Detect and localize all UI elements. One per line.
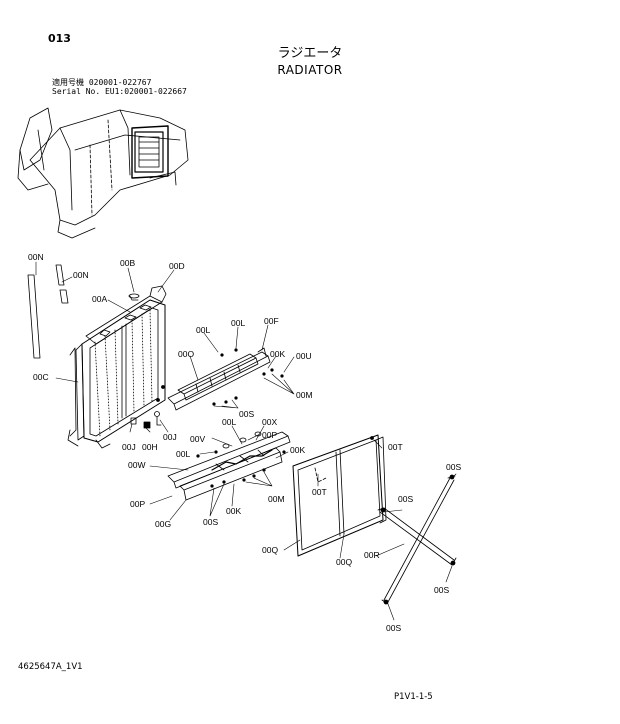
label-00S-6: 00S — [386, 623, 402, 633]
page-number: 013 — [48, 32, 71, 45]
label-00L-top: 00L — [231, 318, 246, 328]
label-00M-1: 00M — [296, 390, 313, 400]
label-00J-a: 00J — [122, 442, 136, 452]
serial-number-range: Serial No. EU1:020001-022667 — [52, 87, 187, 96]
label-00K-1: 00K — [270, 349, 286, 359]
label-00X: 00X — [262, 417, 278, 427]
label-00U: 00U — [296, 351, 312, 361]
label-00S-5: 00S — [434, 585, 450, 595]
label-00S-2: 00S — [446, 462, 462, 472]
footer-page-reference: P1V1-1-5 — [394, 692, 433, 702]
label-00N-b: 00N — [73, 270, 89, 280]
label-00H: 00H — [142, 442, 158, 452]
label-00L-2: 00L — [222, 417, 237, 427]
label-00B: 00B — [120, 258, 136, 268]
label-00R: 00R — [364, 550, 380, 560]
label-00D: 00D — [169, 261, 185, 271]
label-00G: 00G — [155, 519, 172, 529]
part-00W-lower-bracket — [167, 431, 291, 501]
leader-lines — [35, 261, 457, 621]
part-00Q-screen-panel — [292, 434, 387, 557]
label-00S-3: 00S — [203, 517, 219, 527]
serial-applicable-range: 適用号機 020001-022767 — [52, 78, 152, 87]
part-00J-00H-hardware — [130, 385, 165, 429]
label-00Q-1: 00Q — [262, 545, 279, 555]
title-japanese: ラジエータ — [277, 46, 343, 61]
label-00J-b: 00J — [163, 432, 177, 442]
label-00L-3: 00L — [176, 449, 191, 459]
label-00T-2: 00T — [312, 487, 327, 497]
label-00P-1: 00P — [262, 430, 278, 440]
label-00C: 00C — [33, 372, 49, 382]
label-00O: 00O — [178, 349, 195, 359]
machine-overview-illustration — [17, 107, 189, 239]
title-english: RADIATOR — [277, 63, 343, 77]
label-00A: 00A — [92, 294, 108, 304]
label-00S-1: 00S — [239, 409, 255, 419]
label-00F: 00F — [264, 316, 279, 326]
part-00N-seal-strips — [27, 264, 69, 359]
part-00R-support-rods — [377, 474, 457, 605]
label-00M-2: 00M — [268, 494, 285, 504]
bolt-hardware — [196, 348, 286, 488]
label-00N-a: 00N — [28, 252, 44, 262]
footer-drawing-number: 4625647A_1V1 — [18, 662, 83, 672]
label-00P-2: 00P — [130, 499, 146, 509]
label-00K-2: 00K — [290, 445, 306, 455]
label-00K-3: 00K — [226, 506, 242, 516]
label-00Q-2: 00Q — [336, 557, 353, 567]
label-00L-1: 00L — [196, 325, 211, 335]
label-00W: 00W — [128, 460, 146, 470]
part-00C-radiator-core — [67, 285, 167, 449]
label-00S-4: 00S — [398, 494, 414, 504]
label-00T-1: 00T — [388, 442, 403, 452]
label-00V: 00V — [190, 434, 206, 444]
part-00O-upper-bracket — [167, 347, 271, 411]
